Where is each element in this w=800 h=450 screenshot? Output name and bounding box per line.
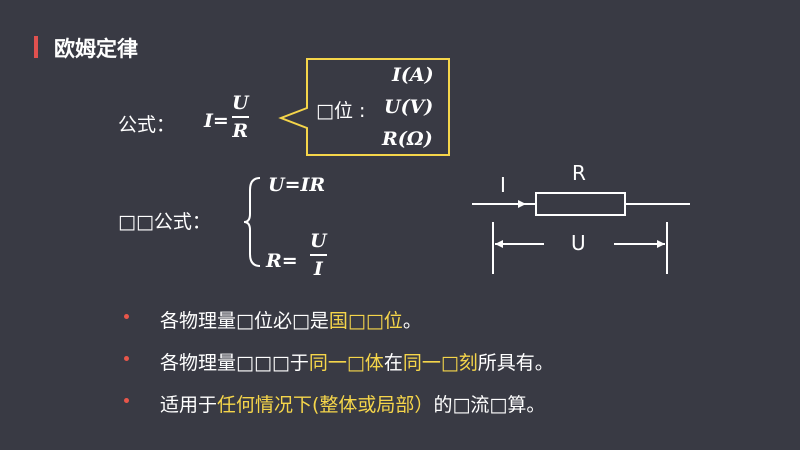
page-title: 欧姆定律 <box>54 37 138 61</box>
resistor-label: R <box>572 161 586 185</box>
formula-lhs: I= <box>204 110 229 132</box>
formula-numerator: U <box>232 92 249 114</box>
formula-fraction: U R <box>232 92 249 142</box>
bullet-text: 各物理量□□□于同一□体在同一□刻所具有。 <box>160 348 554 375</box>
unit-item-voltage: U(V) <box>384 96 434 118</box>
highlighted-text: 同一□体 <box>308 352 384 374</box>
bullet-text: 适用于任何情况下(整体或局部）的□流□算。 <box>160 390 545 417</box>
bullet-text: 各物理量□位必□是国□□位。 <box>160 306 422 333</box>
units-callout: □位 : I(A) U(V) R(Ω) <box>278 58 450 156</box>
callout-border <box>278 58 450 156</box>
bullet-segment: 各物理量□□□于 <box>160 352 309 374</box>
highlighted-text: 国□□位 <box>328 310 403 332</box>
title-accent-bar <box>34 36 38 58</box>
brace-icon <box>243 177 261 267</box>
bullet-segment: 。 <box>402 310 422 332</box>
derived-second-numerator: U <box>310 230 327 252</box>
bullet-segment: 所具有。 <box>477 352 554 374</box>
voltage-label: U <box>571 231 586 255</box>
bullet-segment: 在 <box>383 352 403 374</box>
bullet-dot <box>124 398 129 403</box>
unit-item-resistance: R(Ω) <box>382 128 433 150</box>
bullet-dot <box>124 356 129 361</box>
formula-i: I <box>204 110 213 132</box>
derived-fraction-line <box>310 254 327 256</box>
bullet-dot <box>124 314 129 319</box>
derived-label: □□公式： <box>118 211 211 233</box>
resistor <box>535 192 626 216</box>
formula-label: 公式： <box>118 114 176 136</box>
current-arrow-icon <box>518 200 526 208</box>
derived-second-lhs: R= <box>266 250 298 272</box>
derived-second-denominator: I <box>313 258 323 280</box>
bullet-segment: 的□流□算。 <box>433 394 546 416</box>
formula-denominator: R <box>232 120 249 142</box>
unit-item-current: I(A) <box>392 64 434 86</box>
current-label: I <box>500 173 506 197</box>
highlighted-text: 任何情况下(整体或局部） <box>217 394 434 416</box>
bullet-segment: 各物理量□位必□是 <box>160 310 329 332</box>
voltage-arrowhead-right-icon <box>657 240 665 248</box>
voltage-arrowhead-left-icon <box>495 240 503 248</box>
highlighted-text: 同一□刻 <box>402 352 478 374</box>
derived-second-fraction: U I <box>310 230 327 280</box>
bullet-segment: 适用于 <box>160 394 218 416</box>
derived-first: U=IR <box>268 174 326 196</box>
circuit-diagram <box>472 192 690 274</box>
formula-equals: = <box>212 110 229 132</box>
formula-fraction-line <box>232 116 249 118</box>
units-label: □位 : <box>316 100 366 122</box>
